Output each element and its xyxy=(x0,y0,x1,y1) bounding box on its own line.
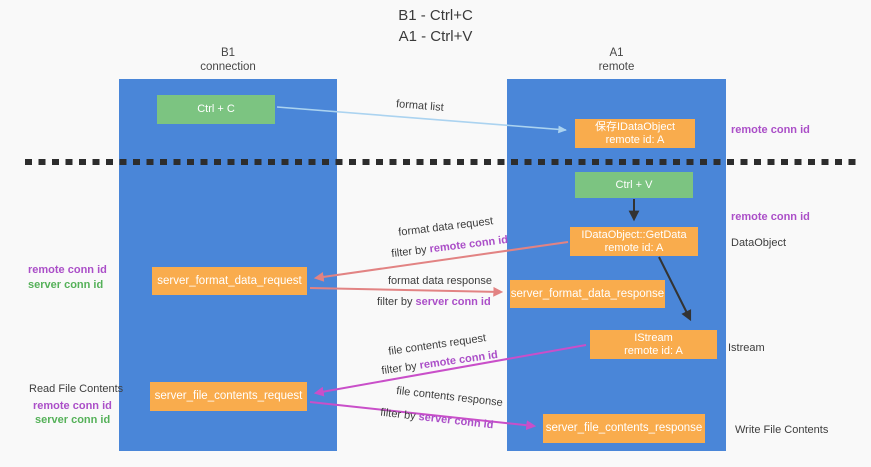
server-format-data-request-node: server_format_data_request xyxy=(152,267,307,295)
filter-by-text: filter by xyxy=(390,243,431,261)
istream-line2: remote id: A xyxy=(624,344,683,357)
header-a1: A1 remote xyxy=(507,46,726,74)
header-b1: B1 connection xyxy=(119,46,337,74)
right-remote-conn-id-label-1: remote conn id xyxy=(731,124,810,136)
left-remote-conn-id-label-1: remote conn id xyxy=(28,264,107,276)
right-remote-conn-id-label-2: remote conn id xyxy=(731,211,810,223)
header-b1-role: connection xyxy=(200,61,256,73)
read-file-contents-label: Read File Contents xyxy=(29,383,124,395)
left-remote-conn-id-label-2: remote conn id xyxy=(33,400,112,412)
idataobject-getdata-node: IDataObject::GetData remote id: A xyxy=(570,227,698,256)
istream-side-label: Istream xyxy=(728,342,765,354)
server-conn-id-text: server conn id xyxy=(417,410,495,432)
session-divider-dashed-line xyxy=(25,159,861,165)
diagram-title: B1 - Ctrl+C A1 - Ctrl+V xyxy=(0,5,871,47)
filter-by-text: filter by xyxy=(380,359,421,378)
saved-dataobject-line2: remote id: A xyxy=(605,133,665,146)
server-file-contents-response-label: server_file_contents_response xyxy=(545,422,703,434)
ctrl-c-node: Ctrl + C xyxy=(157,95,275,124)
format-data-response-label: format data response xyxy=(388,275,492,287)
server-file-contents-response-node: server_file_contents_response xyxy=(543,414,705,443)
server-file-contents-request-node: server_file_contents_request xyxy=(150,382,307,411)
ctrl-c-label: Ctrl + C xyxy=(197,103,235,115)
filter-by-text: filter by xyxy=(379,406,420,423)
remote-conn-id-text: remote conn id xyxy=(428,233,509,256)
getdata-line1: IDataObject::GetData xyxy=(581,228,687,241)
server-format-data-response-node: server_format_data_response xyxy=(510,280,665,308)
istream-node: IStream remote id: A xyxy=(590,330,717,359)
saved-dataobject-node: 保存IDataObject remote id: A xyxy=(575,119,695,148)
format-data-request-label: format data request xyxy=(397,215,494,239)
ctrl-v-label: Ctrl + V xyxy=(615,178,653,191)
header-a1-role: remote xyxy=(598,61,635,73)
getdata-line2: remote id: A xyxy=(604,241,664,254)
format-data-request-filter-label: filter by remote conn id xyxy=(391,234,509,260)
istream-line1: IStream xyxy=(634,331,673,344)
file-contents-response-filter-label: filter by server conn id xyxy=(380,407,494,432)
write-file-contents-label: Write File Contents xyxy=(735,424,829,436)
server-file-contents-request-label: server_file_contents_request xyxy=(154,390,303,402)
title-line-2: A1 - Ctrl+V xyxy=(398,28,473,45)
saved-dataobject-line1: 保存IDataObject xyxy=(594,120,676,133)
server-format-data-response-label: server_format_data_response xyxy=(510,287,665,300)
left-server-conn-id-label-1: server conn id xyxy=(28,279,104,291)
remote-conn-id-text: remote conn id xyxy=(418,348,499,372)
header-b1-name: B1 xyxy=(220,47,236,59)
server-conn-id-text: server conn id xyxy=(415,296,491,308)
title-line-1: B1 - Ctrl+C xyxy=(398,7,473,24)
left-server-conn-id-label-2: server conn id xyxy=(35,414,111,426)
server-format-data-request-label: server_format_data_request xyxy=(157,274,302,287)
format-list-label: format list xyxy=(395,98,445,114)
file-contents-response-label: file contents response xyxy=(395,384,504,410)
ctrl-v-node: Ctrl + V xyxy=(575,172,693,198)
header-a1-name: A1 xyxy=(609,47,624,59)
format-data-response-arrow xyxy=(309,286,504,297)
format-data-response-filter-label: filter by server conn id xyxy=(377,296,491,308)
dataobject-label: DataObject xyxy=(731,237,787,249)
filter-by-text: filter by xyxy=(377,296,416,308)
